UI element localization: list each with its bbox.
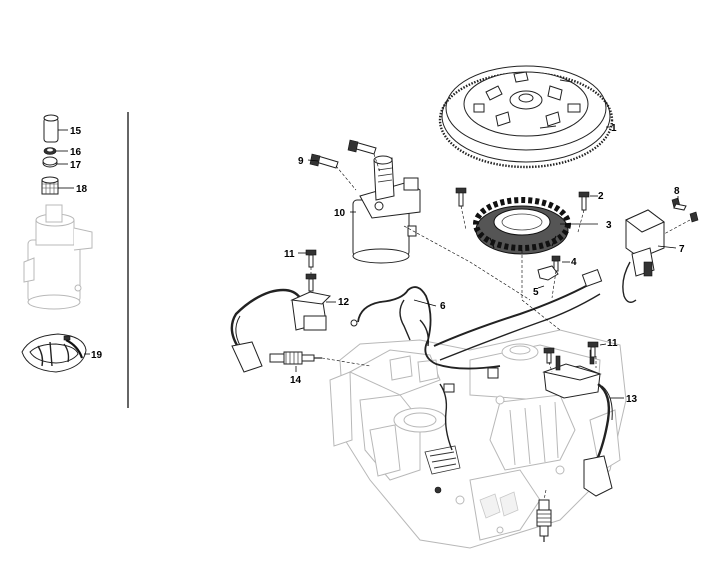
callout-17: 17 — [70, 160, 82, 171]
part-11-bolts-left — [305, 249, 317, 292]
part-4-5-fasteners — [537, 255, 561, 281]
callout-10: 10 — [334, 208, 346, 219]
callout-9: 9 — [298, 156, 304, 167]
callout-11b: 11 — [607, 338, 618, 349]
assembly-dashed-lines — [310, 153, 691, 501]
part-14-spark-plug-lower — [536, 499, 552, 542]
callout-5: 5 — [533, 287, 539, 298]
callout-labels: 1 2 3 4 5 6 7 8 9 10 11 12 14 11 13 15 1… — [70, 123, 685, 405]
callout-1: 1 — [611, 123, 617, 134]
callout-6: 6 — [440, 301, 446, 312]
callout-7: 7 — [679, 244, 685, 255]
callout-16: 16 — [70, 147, 82, 158]
callout-12: 12 — [338, 297, 350, 308]
callout-15: 15 — [70, 126, 82, 137]
part-1-flywheel — [438, 65, 614, 169]
part-6-wiring-harness — [350, 268, 603, 451]
callout-2: 2 — [598, 191, 604, 202]
part-9-bolts — [309, 139, 377, 169]
callout-13: 13 — [626, 394, 638, 405]
part-10-starter-motor — [352, 155, 421, 264]
callout-11a: 11 — [284, 249, 295, 260]
starter-parts-group — [21, 114, 93, 373]
callout-3: 3 — [606, 220, 612, 231]
part-14-spark-plug — [269, 351, 322, 365]
part-19-drawing — [21, 333, 87, 373]
part-17-drawing — [42, 156, 58, 168]
callout-18: 18 — [76, 184, 88, 195]
engine-block-ghost — [329, 329, 627, 549]
part-3-stator — [473, 197, 571, 255]
callout-19: 19 — [91, 350, 103, 361]
starter-motor-ghost — [23, 204, 93, 310]
part-12-ignition-coil — [230, 288, 332, 373]
part-8-bolts — [671, 197, 699, 223]
callout-8: 8 — [674, 186, 680, 197]
part-16-drawing — [43, 147, 57, 155]
callout-4: 4 — [571, 257, 577, 268]
part-15-drawing — [43, 114, 59, 143]
leader-lines — [56, 126, 679, 399]
callout-14: 14 — [290, 375, 302, 386]
part-7-module — [622, 209, 665, 303]
part-18-drawing — [41, 176, 59, 195]
